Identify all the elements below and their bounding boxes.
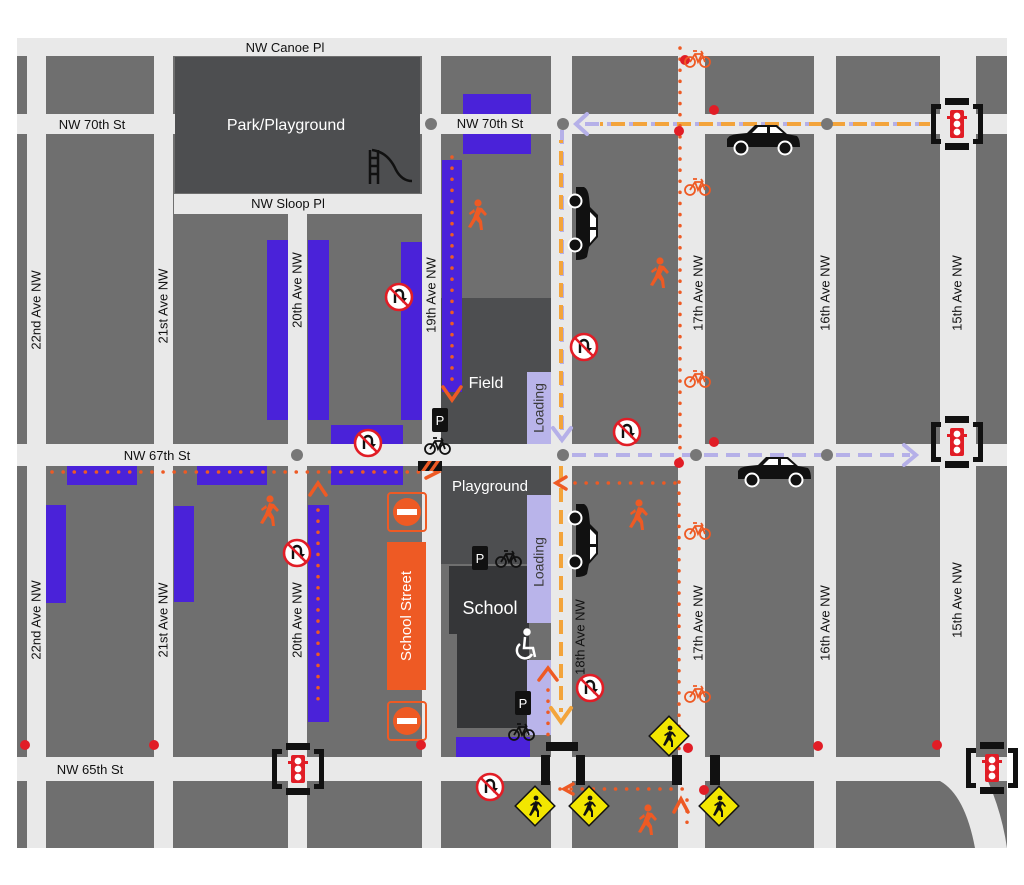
no-u-turn-icon xyxy=(282,538,312,568)
svg-text:P: P xyxy=(519,696,528,711)
park-label: Park/Playground xyxy=(227,117,345,134)
no-u-turn-icon xyxy=(569,332,599,362)
street-label: 22nd Ave NW xyxy=(28,580,43,660)
bike-parking-sign: P xyxy=(472,546,488,570)
field-label: Field xyxy=(469,375,504,392)
street-label: 18th Ave NW xyxy=(572,598,587,674)
street-label: NW 65th St xyxy=(57,762,124,777)
walking-route-arrows xyxy=(308,385,690,814)
street-label: 20th Ave NW xyxy=(289,251,304,327)
vehicle-route-orange xyxy=(559,122,930,712)
bike-parking-sign: P xyxy=(515,691,531,715)
crossing-bars xyxy=(541,742,720,785)
no-u-turn-icon xyxy=(612,417,642,447)
street-label: NW Sloop Pl xyxy=(251,196,325,211)
school-label: School xyxy=(462,598,517,618)
loading-zone-south-label: Loading xyxy=(531,537,547,587)
street-label: 16th Ave NW xyxy=(817,254,832,330)
street-label: NW 70th St xyxy=(457,116,524,131)
school-street-label: School Street xyxy=(398,570,415,661)
street-label: 22nd Ave NW xyxy=(28,270,43,350)
intersection-dots xyxy=(291,118,833,461)
loading-zone-north xyxy=(527,372,551,444)
school-street-zone xyxy=(387,542,426,690)
street-label: 20th Ave NW xyxy=(289,581,304,657)
street-label: 15th Ave NW xyxy=(949,254,964,330)
loading-zone-north-label: Loading xyxy=(531,383,547,433)
bike-parking-sign: P xyxy=(432,408,448,432)
svg-text:P: P xyxy=(436,413,445,428)
street-label: NW 70th St xyxy=(59,117,126,132)
loading-zone-south xyxy=(527,495,551,623)
street-label: 17th Ave NW xyxy=(690,254,705,330)
crosswalk-hatch xyxy=(418,461,442,471)
street-label: 21st Ave NW xyxy=(155,582,170,658)
playground-label: Playground xyxy=(452,478,528,495)
no-u-turn-icon xyxy=(475,772,505,802)
street-label: NW 67th St xyxy=(124,448,191,463)
street-label: 15th Ave NW xyxy=(949,561,964,637)
wheelchair-icon xyxy=(515,628,537,660)
street-label: 17th Ave NW xyxy=(690,584,705,660)
no-u-turn-icon xyxy=(353,428,383,458)
street-label: 16th Ave NW xyxy=(817,584,832,660)
no-u-turn-icon xyxy=(575,673,605,703)
street-label: 21st Ave NW xyxy=(155,268,170,344)
street-label: NW Canoe Pl xyxy=(246,40,325,55)
svg-text:P: P xyxy=(476,551,485,566)
vertical-street-labels: 22nd Ave NW 22nd Ave NW 21st Ave NW 21st… xyxy=(28,251,964,674)
no-u-turn-icon xyxy=(384,282,414,312)
route-arrows xyxy=(549,112,920,726)
street-label: 19th Ave NW xyxy=(423,256,438,332)
slide-icon xyxy=(368,148,413,184)
